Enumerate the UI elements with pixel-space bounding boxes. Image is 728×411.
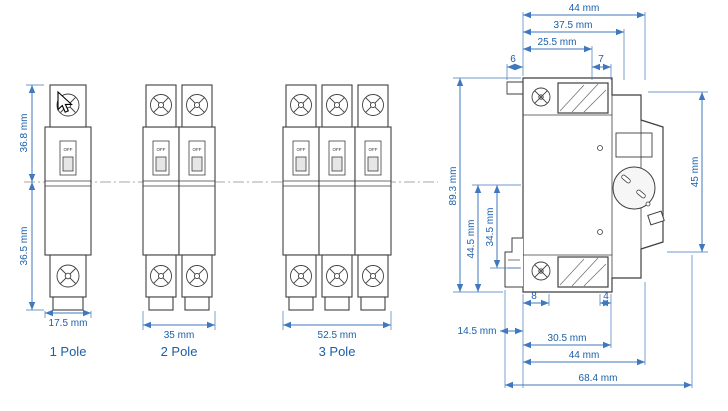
dim-14-5: 14.5 mm	[458, 326, 497, 337]
rivet	[597, 145, 603, 151]
screw-icon	[531, 261, 551, 281]
dim-6: 6	[510, 54, 516, 65]
rating-plate	[615, 132, 653, 158]
rotary-dial	[612, 166, 656, 210]
front-view-3pole	[282, 84, 392, 311]
dim-44-5: 44.5 mm	[466, 220, 477, 259]
dim-45: 45 mm	[690, 157, 701, 188]
dim-height-upper: 36.8 mm	[19, 114, 30, 153]
dim-8: 8	[531, 291, 537, 302]
dim-44-top: 44 mm	[569, 3, 600, 14]
toggle-lever	[647, 210, 665, 226]
rivet	[597, 229, 603, 235]
side-view	[504, 77, 665, 293]
dim-68-4: 68.4 mm	[579, 373, 618, 384]
dim-width-3pole: 52.5 mm	[318, 330, 357, 341]
label-2pole: 2 Pole	[161, 344, 198, 359]
bottom-terminal-cage	[557, 256, 609, 288]
top-terminal-cage	[557, 82, 609, 114]
label-1pole: 1 Pole	[50, 344, 87, 359]
dim-44-bottom: 44 mm	[569, 350, 600, 361]
dim-37-5: 37.5 mm	[554, 20, 593, 31]
label-3pole: 3 Pole	[319, 344, 356, 359]
side-view-dimensions	[453, 11, 708, 389]
dim-30-5: 30.5 mm	[548, 333, 587, 344]
dim-width-2pole: 35 mm	[164, 330, 195, 341]
dim-height-lower: 36.5 mm	[19, 227, 30, 266]
mouse-cursor-icon	[57, 90, 73, 113]
front-view-dimensions	[26, 84, 392, 330]
front-view-2pole	[142, 84, 216, 311]
dim-89-3: 89.3 mm	[448, 167, 459, 206]
dim-width-1pole: 17.5 mm	[49, 318, 88, 329]
dim-25-5: 25.5 mm	[538, 37, 577, 48]
dim-34-5: 34.5 mm	[485, 208, 496, 247]
front-view-1pole	[44, 84, 92, 311]
screw-icon	[531, 87, 551, 107]
dim-7: 7	[598, 54, 604, 65]
din-rail-clip	[504, 237, 523, 288]
dim-4: 4	[603, 291, 609, 302]
